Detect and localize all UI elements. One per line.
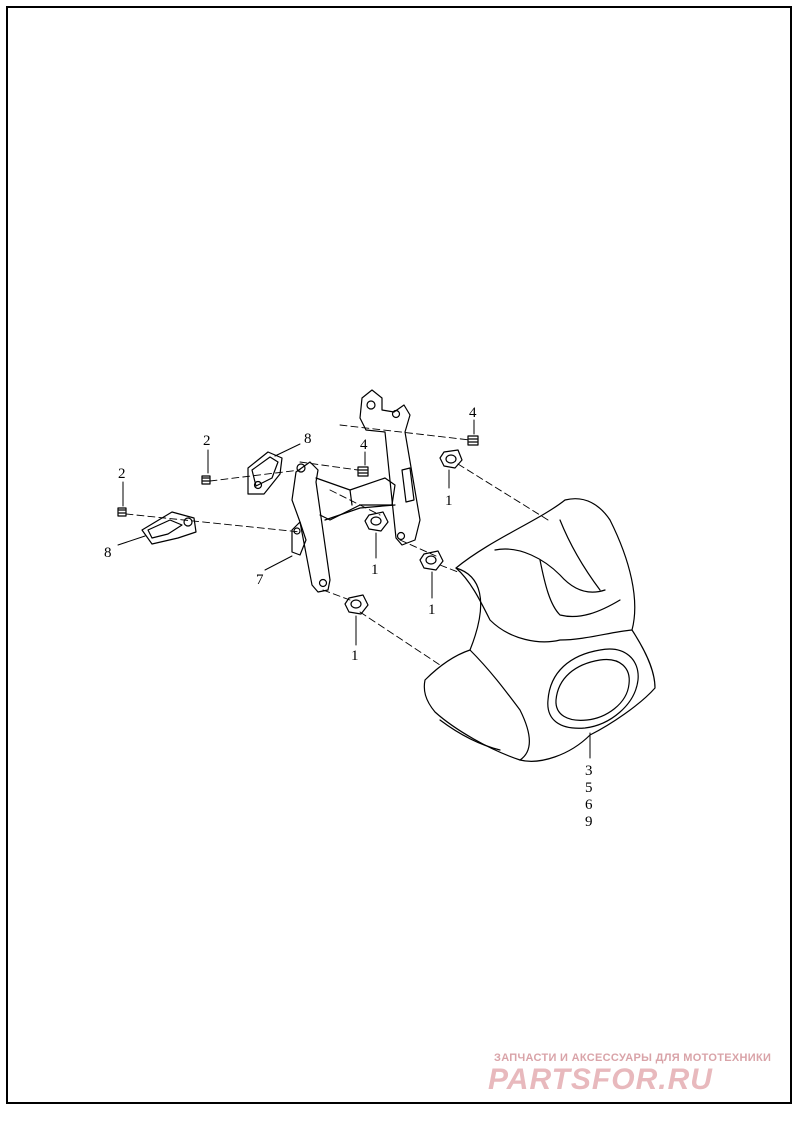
page-frame xyxy=(6,6,792,1104)
grommet-1-a xyxy=(439,449,463,469)
callout-4-right: 4 xyxy=(469,405,477,421)
watermark-tagline: ЗАПЧАСТИ И АКСЕССУАРЫ ДЛЯ МОТОТЕХНИКИ xyxy=(494,1052,772,1064)
callout-8-upper: 8 xyxy=(304,431,312,447)
clamp-plate-upper xyxy=(247,451,283,495)
callout-2-lower: 2 xyxy=(118,466,126,482)
callout-3: 3 xyxy=(585,763,593,779)
screw-2-upper xyxy=(201,475,211,485)
assembly-lines xyxy=(125,424,549,666)
callout-5: 5 xyxy=(585,780,593,796)
callout-1-a: 1 xyxy=(445,493,453,509)
clamp-plate-lower xyxy=(141,511,197,545)
right-mounting-bracket xyxy=(359,389,421,546)
callout-1-d: 1 xyxy=(351,648,359,664)
callout-1-c: 1 xyxy=(428,602,436,618)
fairing-shell xyxy=(423,498,656,762)
screw-2-lower xyxy=(117,507,127,517)
grommet-1-d xyxy=(344,594,369,615)
callout-2-upper: 2 xyxy=(203,433,211,449)
callout-4-left: 4 xyxy=(360,437,368,453)
grommet-1-c xyxy=(419,550,444,571)
callout-8-lower: 8 xyxy=(104,545,112,561)
callout-9: 9 xyxy=(585,814,593,830)
grommet-1-b xyxy=(364,511,389,532)
callout-6: 6 xyxy=(585,797,593,813)
leader-lines xyxy=(117,419,591,759)
screw-4-right xyxy=(467,435,479,446)
bracket-cross-member xyxy=(315,477,396,521)
watermark-brand: PARTSFOR.RU xyxy=(488,1063,713,1096)
callout-7: 7 xyxy=(256,572,264,588)
callout-1-b: 1 xyxy=(371,562,379,578)
screw-4-left xyxy=(357,466,369,477)
callouts: 2 2 8 8 4 4 1 1 1 1 7 3 5 6 9 xyxy=(104,405,593,830)
